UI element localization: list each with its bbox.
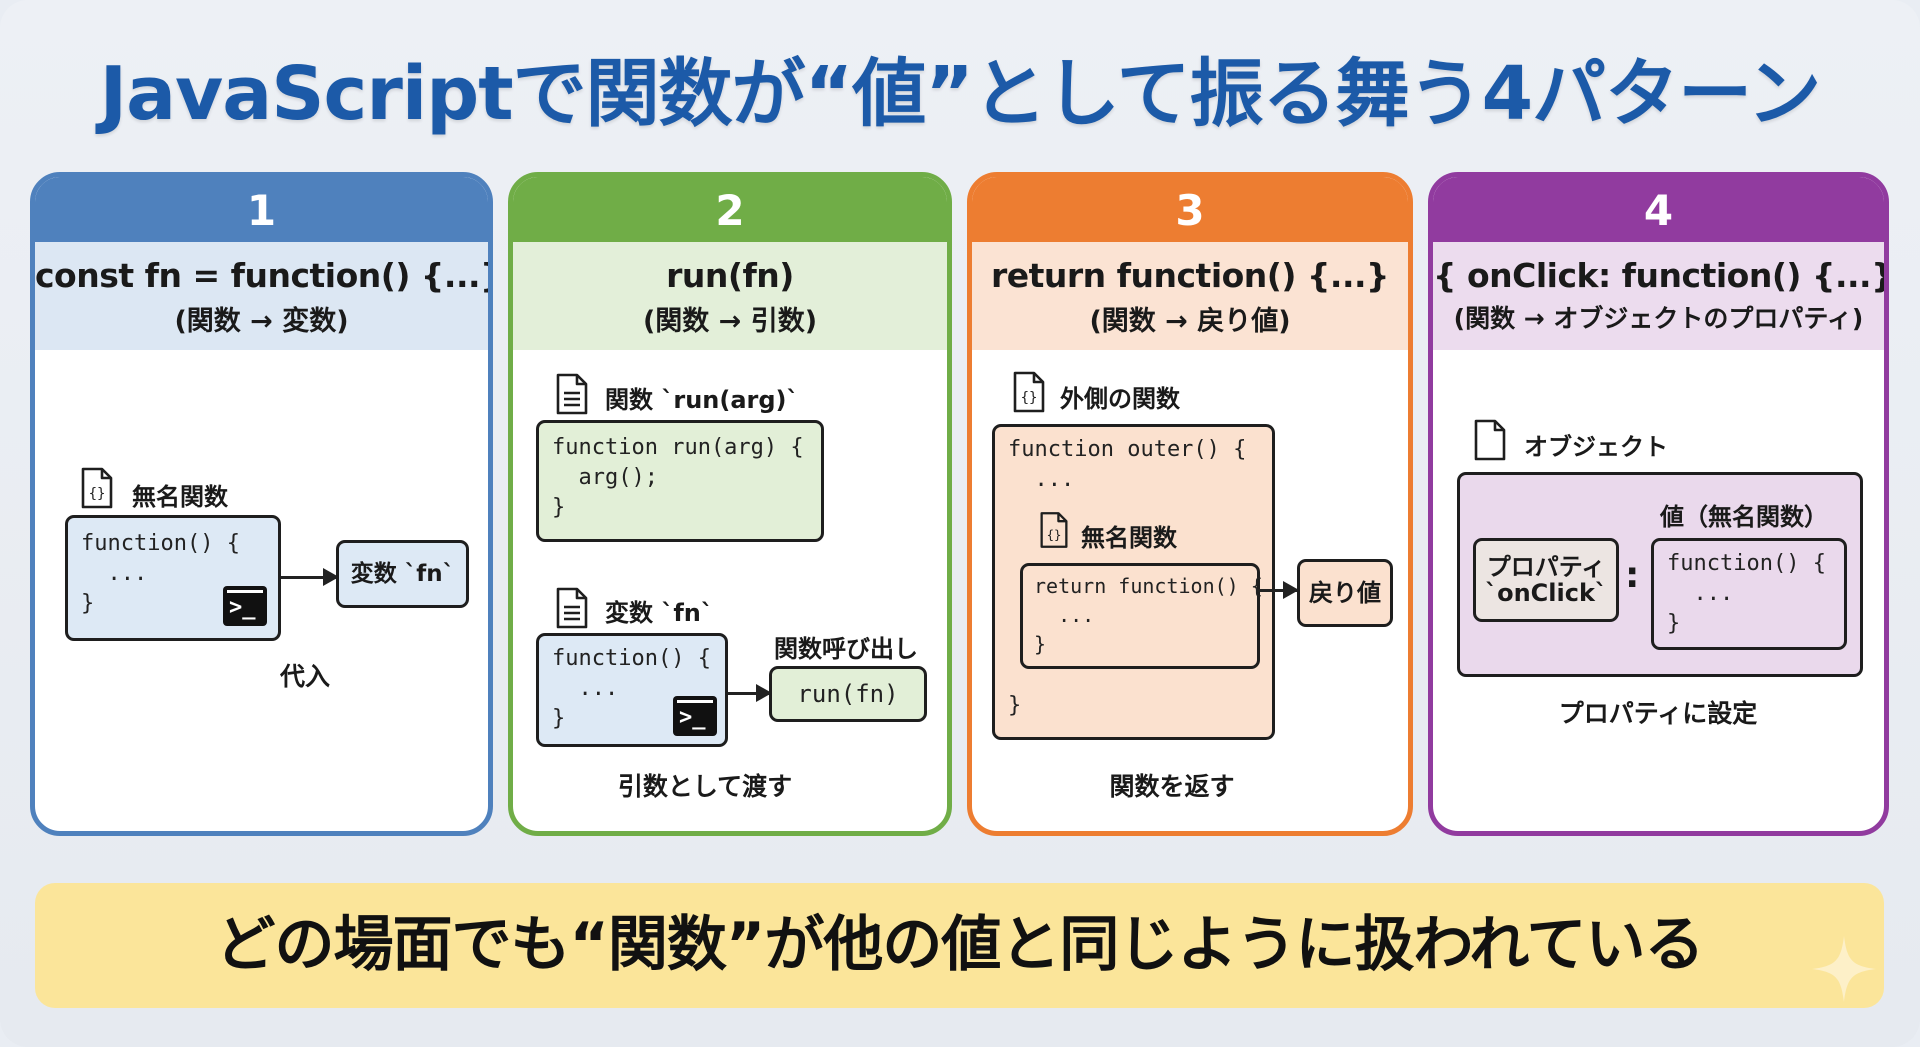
svg-text:{}: {} bbox=[1021, 390, 1038, 406]
card-3-return-value: 3 return function() {...} (関数 → 戻り値) {} … bbox=[967, 172, 1413, 836]
run-function-code-box: function run(arg) { arg(); } bbox=[536, 420, 824, 542]
card-jp-title: (関数 → 戻り値) bbox=[1089, 306, 1291, 337]
card-jp-title: (関数 → 引数) bbox=[642, 306, 818, 337]
terminal-icon: >_ bbox=[223, 586, 267, 626]
variable-fn-label: 変数 `fn` bbox=[605, 599, 713, 627]
value-label: 値（無名関数） bbox=[1660, 503, 1828, 531]
function-call-box: run(fn) bbox=[769, 666, 927, 722]
card-1-assign-to-variable: 1 const fn = function() {...} (関数 → 変数) … bbox=[30, 172, 493, 836]
card-code-title: return function() {...} bbox=[990, 256, 1390, 295]
variable-fn-box: 変数 `fn` bbox=[336, 540, 469, 608]
anon-function-label: 無名関数 bbox=[132, 483, 228, 511]
card-header: return function() {...} (関数 → 戻り値) bbox=[972, 242, 1408, 350]
svg-text:{}: {} bbox=[1047, 528, 1062, 542]
object-box: 値（無名関数） プロパティ `onClick` : function() { .… bbox=[1457, 472, 1863, 677]
outer-function-code-top: function outer() { ... bbox=[1008, 437, 1247, 492]
card-code-title: { onClick: function() {...} } bbox=[1433, 256, 1889, 295]
document-icon bbox=[556, 373, 588, 415]
braces-file-icon: {} bbox=[81, 467, 113, 509]
anon-function-code: function() { ... } bbox=[81, 531, 240, 616]
value-function-box: function() { ... } bbox=[1651, 538, 1847, 650]
document-icon bbox=[556, 587, 588, 629]
svg-text:{}: {} bbox=[89, 486, 106, 502]
object-label: オブジェクト bbox=[1524, 433, 1668, 461]
variable-fn-code-box: function() { ... } >_ bbox=[536, 633, 728, 747]
outer-function-label: 外側の関数 bbox=[1060, 385, 1180, 413]
run-function-label: 関数 `run(arg)` bbox=[605, 386, 799, 414]
card-4-object-property: 4 { onClick: function() {...} } (関数 → オブ… bbox=[1428, 172, 1889, 836]
run-function-code: function run(arg) { arg(); } bbox=[552, 435, 804, 520]
property-name-line1: プロパティ bbox=[1486, 553, 1606, 581]
card-header: const fn = function() {...} (関数 → 変数) bbox=[35, 242, 488, 350]
card-number: 4 bbox=[1433, 177, 1884, 242]
sparkle-icon bbox=[1812, 936, 1876, 1002]
function-call-code: run(fn) bbox=[797, 680, 899, 708]
card-number: 2 bbox=[513, 177, 947, 242]
inner-function-box: return function() { ... } bbox=[1020, 563, 1263, 669]
braces-file-icon: {} bbox=[1040, 512, 1068, 548]
anon-function-code-box: function() { ... } >_ bbox=[65, 515, 281, 641]
return-value-box: 戻り値 bbox=[1297, 559, 1393, 627]
variable-fn-label: 変数 `fn` bbox=[350, 561, 455, 587]
summary-banner: どの場面でも“関数”が他の値と同じように扱われている bbox=[35, 883, 1884, 1008]
card-caption: プロパティに設定 bbox=[1558, 699, 1758, 728]
card-caption: 関数を返す bbox=[1109, 772, 1235, 801]
arrow-right-icon bbox=[1257, 581, 1299, 599]
card-2-pass-as-argument: 2 run(fn) (関数 → 引数) 関数 `run(arg)` functi… bbox=[508, 172, 952, 836]
variable-fn-code: function() { ... } bbox=[552, 646, 711, 731]
braces-file-icon: {} bbox=[1013, 371, 1045, 413]
card-jp-title: (関数 → 変数) bbox=[174, 306, 349, 337]
property-name-line2: `onClick` bbox=[1485, 579, 1607, 607]
card-number: 1 bbox=[35, 177, 488, 242]
inner-function-code: return function() { ... } bbox=[1034, 574, 1263, 656]
page-title: JavaScriptで関数が“値”として振る舞う4パターン bbox=[99, 51, 1822, 137]
function-call-label: 関数呼び出し bbox=[774, 635, 918, 663]
card-code-title: const fn = function() {...} bbox=[35, 256, 493, 295]
value-function-code: function() { ... } bbox=[1667, 551, 1826, 636]
outer-function-box: function outer() { ... {} 無名関数 return fu… bbox=[992, 424, 1275, 740]
outer-function-code-bottom: } bbox=[1008, 693, 1022, 718]
colon-separator: : bbox=[1625, 555, 1640, 596]
card-code-title: run(fn) bbox=[666, 256, 794, 295]
arrow-right-icon bbox=[281, 568, 339, 586]
blank-file-icon bbox=[1474, 419, 1506, 461]
card-caption: 引数として渡す bbox=[617, 772, 793, 801]
card-number: 3 bbox=[972, 177, 1408, 242]
card-header: run(fn) (関数 → 引数) bbox=[513, 242, 947, 350]
card-header: { onClick: function() {...} } (関数 → オブジェ… bbox=[1433, 242, 1884, 350]
arrow-right-icon bbox=[728, 684, 772, 702]
return-value-label: 戻り値 bbox=[1309, 579, 1381, 607]
anon-function-label: 無名関数 bbox=[1081, 524, 1177, 552]
card-caption: 代入 bbox=[279, 662, 330, 691]
terminal-icon: >_ bbox=[673, 696, 717, 736]
card-jp-title: (関数 → オブジェクトのプロパティ) bbox=[1453, 304, 1864, 333]
property-onclick-box: プロパティ `onClick` bbox=[1473, 538, 1619, 622]
